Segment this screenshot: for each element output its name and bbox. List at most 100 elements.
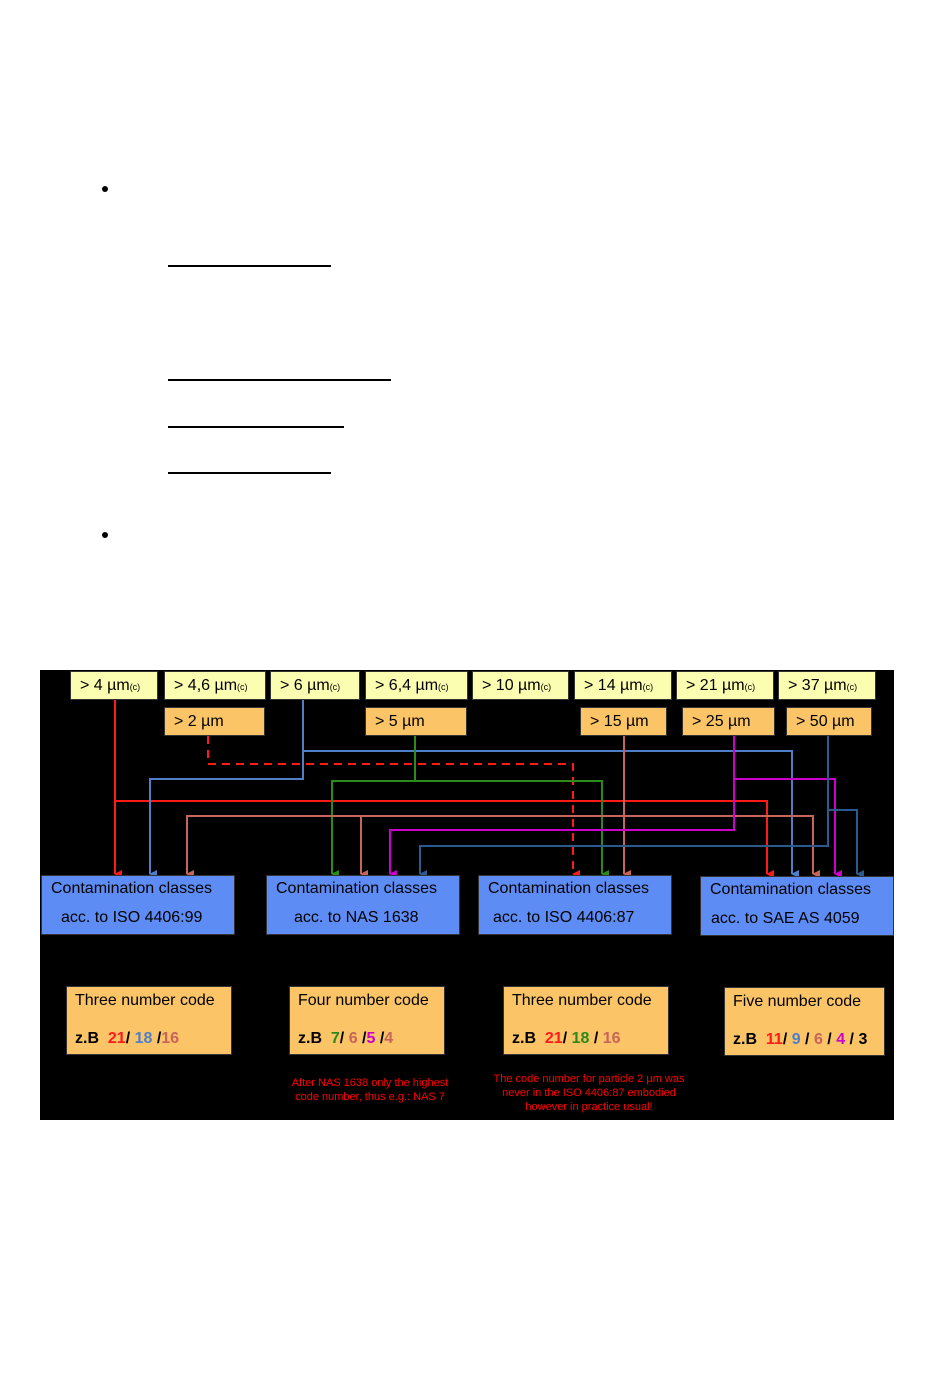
standard-box-iso-4406-87: Contamination classes acc. to ISO 4406:8…	[478, 875, 672, 935]
code-part: 6	[348, 1030, 358, 1047]
code-parts: 7/ 6 /5 /4	[331, 1030, 393, 1047]
underline-1	[168, 265, 331, 267]
standard-box-sae-as-4059: Contamination classes acc. to SAE AS 405…	[700, 876, 894, 936]
standard-line1: Contamination classes	[710, 881, 871, 898]
size-box-25um: > 25 µm	[682, 707, 775, 736]
code-title: Four number code	[298, 992, 429, 1009]
standard-line2: acc. to ISO 4406:99	[61, 909, 203, 926]
size-box-14um: > 14 µm(c)	[574, 671, 672, 700]
size-box-10um: > 10 µm(c)	[472, 671, 569, 700]
code-part: 6	[813, 1031, 823, 1048]
size-label: > 4 µm	[80, 677, 130, 694]
connector-lines	[114, 700, 864, 878]
code-part: 21	[107, 1030, 126, 1047]
code-part: 4	[836, 1031, 846, 1048]
connector-14um-sae	[624, 815, 820, 878]
size-box-5um: > 5 µm	[365, 707, 467, 736]
code-parts: 21/ 18 /16	[108, 1030, 179, 1047]
size-sub: (c)	[846, 682, 858, 692]
code-part: 21	[544, 1030, 563, 1047]
code-part: 16	[602, 1030, 621, 1047]
standard-line2: acc. to SAE AS 4059	[711, 910, 860, 927]
size-label: > 6,4 µm	[375, 677, 439, 694]
size-label: > 6 µm	[280, 677, 330, 694]
size-box-21um: > 21 µm(c)	[676, 671, 774, 700]
size-sub: (c)	[642, 682, 654, 692]
connector-25um-nas	[389, 736, 735, 878]
code-prefix: z.B	[75, 1030, 99, 1047]
size-label: > 14 µm	[584, 677, 643, 694]
size-box-37um: > 37 µm(c)	[778, 671, 876, 700]
code-part: /	[152, 1030, 162, 1047]
code-prefix: z.B	[512, 1030, 536, 1047]
code-box-nas-1638: Four number code z.B 7/ 6 /5 /4	[289, 986, 445, 1055]
code-example: z.B 21/ 18 / 16	[512, 1030, 621, 1048]
connector-50um-sae	[828, 809, 864, 878]
code-example: z.B 11/ 9 / 6 / 4 / 3	[733, 1031, 867, 1049]
code-box-sae-as-4059: Five number code z.B 11/ 9 / 6 / 4 / 3	[724, 987, 885, 1056]
code-box-iso-4406-87: Three number code z.B 21/ 18 / 16	[503, 986, 669, 1055]
code-part: 3	[858, 1031, 868, 1048]
code-part: /	[339, 1030, 349, 1047]
code-parts: 11/ 9 / 6 / 4 / 3	[766, 1031, 867, 1048]
connector-50um-nas	[419, 736, 829, 878]
size-box-2um: > 2 µm	[164, 707, 265, 736]
code-part: /	[357, 1030, 367, 1047]
size-box-4-6um: > 4,6 µm(c)	[164, 671, 266, 700]
code-part: 5	[366, 1030, 376, 1047]
size-sub: (c)	[129, 682, 141, 692]
code-part: /	[845, 1031, 859, 1048]
code-part: /	[589, 1030, 603, 1047]
connector-4um-sae	[115, 800, 774, 878]
size-sub: (c)	[744, 682, 756, 692]
standard-line1: Contamination classes	[488, 880, 649, 897]
code-title: Five number code	[733, 993, 862, 1010]
code-part: /	[822, 1031, 837, 1048]
underline-3	[168, 426, 344, 428]
standard-line2: acc. to NAS 1638	[294, 909, 419, 926]
code-example: z.B 21/ 18 /16	[75, 1030, 179, 1048]
code-prefix: z.B	[733, 1031, 757, 1048]
code-part: /	[125, 1030, 135, 1047]
note-iso-4406-87: The code number for particle 2 µm was ne…	[493, 1073, 685, 1113]
standard-line1: Contamination classes	[51, 880, 212, 897]
standard-box-iso-4406-99: Contamination classes acc. to ISO 4406:9…	[41, 875, 235, 935]
size-sub: (c)	[329, 682, 341, 692]
code-part: /	[800, 1031, 814, 1048]
code-part: /	[782, 1031, 792, 1048]
connector-14um-brown	[186, 815, 624, 878]
code-part: 18	[134, 1030, 153, 1047]
size-sub: (c)	[540, 682, 552, 692]
code-title: Three number code	[512, 992, 652, 1009]
code-part: 11	[765, 1031, 783, 1048]
size-box-15um: > 15 µm	[580, 707, 667, 736]
code-part: /	[375, 1030, 385, 1047]
code-part: /	[562, 1030, 572, 1047]
connector-25um-sae	[734, 778, 842, 878]
code-part: 4	[384, 1030, 394, 1047]
underline-4	[168, 472, 331, 474]
connector-5um-green	[331, 736, 416, 878]
size-label: > 21 µm	[686, 677, 745, 694]
note-nas-1638: After NAS 1638 only the highest code num…	[291, 1077, 449, 1103]
size-sub: (c)	[438, 682, 449, 692]
size-label: > 37 µm	[788, 677, 847, 694]
size-box-6um: > 6 µm(c)	[270, 671, 360, 700]
code-title: Three number code	[75, 992, 215, 1009]
size-box-4um: > 4 µm(c)	[70, 671, 158, 700]
code-part: 18	[571, 1030, 590, 1047]
size-label: > 4,6 µm	[174, 677, 238, 694]
connector-5um-iso87	[415, 780, 609, 878]
code-part: 16	[161, 1030, 180, 1047]
size-box-50um: > 50 µm	[786, 707, 872, 736]
bullet-2	[102, 532, 108, 538]
standard-line1: Contamination classes	[276, 880, 437, 897]
bullet-1	[102, 186, 108, 192]
code-parts: 21/ 18 / 16	[545, 1030, 621, 1047]
code-box-iso-4406-99: Three number code z.B 21/ 18 /16	[66, 986, 232, 1055]
size-box-6-4um: > 6,4 µm(c)	[365, 671, 468, 700]
standard-box-nas-1638: Contamination classes acc. to NAS 1638	[266, 875, 460, 935]
connector-6um-iso99	[149, 700, 304, 878]
underline-2	[168, 379, 391, 381]
code-part: 7	[330, 1030, 340, 1047]
